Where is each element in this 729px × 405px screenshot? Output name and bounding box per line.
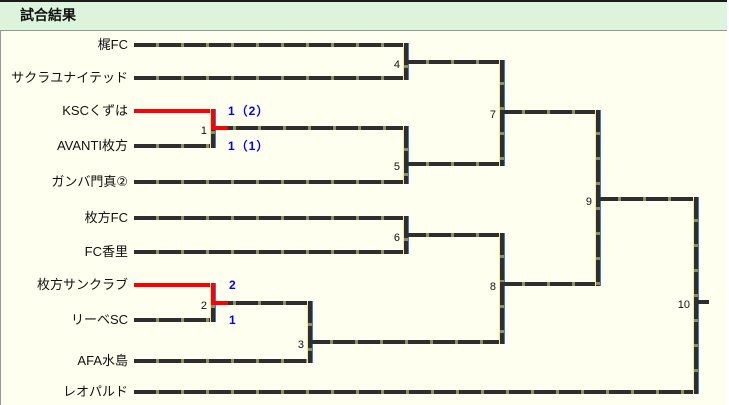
match-number: 10 <box>677 299 690 311</box>
team-name: 梶FC <box>97 37 128 52</box>
winner-advance-line <box>404 162 504 166</box>
winner-advance-line <box>211 301 228 305</box>
match-number: 1 <box>200 125 207 137</box>
winner-connector <box>211 109 215 130</box>
match-number: 9 <box>585 196 592 208</box>
team-line <box>134 390 698 394</box>
winner-advance-line <box>404 60 504 64</box>
team-line <box>134 283 215 287</box>
match-number: 3 <box>297 339 304 351</box>
match-score: 2 <box>229 278 237 292</box>
winner-advance-line <box>596 197 698 201</box>
team-line <box>134 144 215 148</box>
page-title: 試合結果 <box>20 7 76 23</box>
winner-advance-line <box>211 126 228 130</box>
match-number: 2 <box>200 300 207 312</box>
winner-advance-line <box>211 126 408 130</box>
match-number: 6 <box>393 232 400 244</box>
match-connector <box>694 197 698 394</box>
winner-advance-line <box>308 340 504 344</box>
winner-advance-line <box>694 300 709 304</box>
winner-advance-line <box>500 110 600 114</box>
winner-advance-line <box>404 233 504 237</box>
team-name: KSCくずは <box>62 103 128 118</box>
team-line <box>134 216 408 220</box>
team-name: リーベSC <box>70 312 128 327</box>
team-line <box>134 359 312 363</box>
team-line <box>134 180 408 184</box>
match-number: 7 <box>489 109 496 121</box>
match-score: 1（2） <box>228 104 270 118</box>
match-number: 4 <box>393 59 400 71</box>
winner-advance-line <box>211 301 312 305</box>
match-number: 5 <box>393 161 400 173</box>
team-name: ガンバ門真② <box>51 174 128 189</box>
winner-advance-line <box>500 282 600 286</box>
match-connector <box>500 233 504 344</box>
match-number: 8 <box>489 281 496 293</box>
team-name: 枚方サンクラブ <box>36 277 128 292</box>
team-name: サクラユナイテッド <box>11 70 128 85</box>
match-connector <box>404 126 408 184</box>
team-line <box>134 250 408 254</box>
team-name: レオパルド <box>62 384 128 399</box>
team-name: FC香里 <box>84 244 128 259</box>
match-score: 1（1） <box>228 139 270 153</box>
match-connector <box>308 301 312 363</box>
section-header: 試合結果 <box>0 0 727 31</box>
winner-connector <box>211 283 215 305</box>
team-line <box>134 318 215 322</box>
team-name: AFA水島 <box>77 353 128 368</box>
team-name: AVANTI枚方 <box>56 138 128 153</box>
team-line <box>134 76 408 80</box>
team-line <box>134 109 215 113</box>
match-score: 1 <box>229 313 237 327</box>
team-name: 枚方FC <box>84 210 128 225</box>
team-line <box>134 43 408 47</box>
